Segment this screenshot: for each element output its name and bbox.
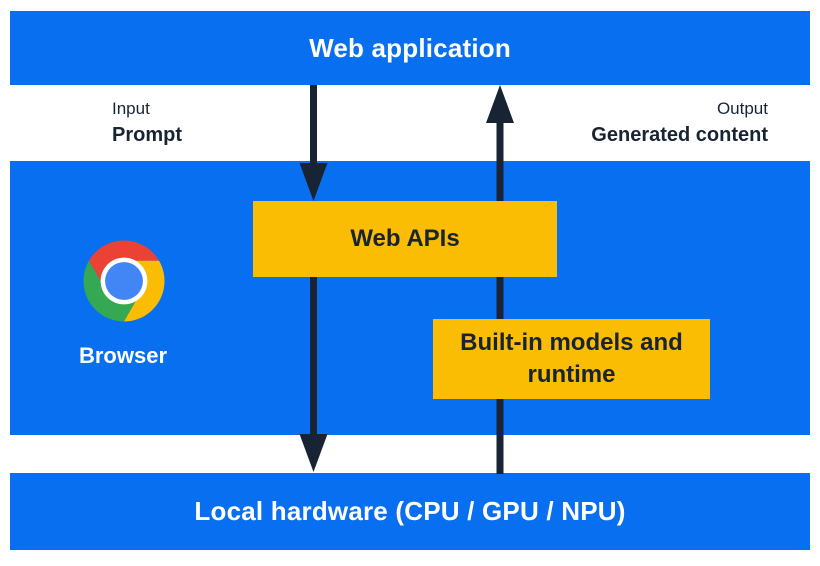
web-application-label: Web application — [309, 32, 511, 63]
output-value: Generated content — [591, 124, 768, 146]
web-application-layer: Web application — [10, 11, 810, 85]
arrow-down-icon — [299, 434, 328, 472]
output-caption: Output — [716, 99, 768, 118]
arrow-up-icon — [486, 85, 514, 123]
local-hardware-label: Local hardware (CPU / GPU / NPU) — [194, 496, 626, 526]
input-value: Prompt — [112, 124, 182, 146]
web-apis-label: Web APIs — [350, 225, 460, 252]
input-label-group: Input Prompt — [112, 96, 182, 149]
web-apis-box: Web APIs — [253, 201, 557, 277]
browser-label: Browser — [78, 343, 168, 368]
built-in-models-box: Built-in models and runtime — [433, 319, 710, 399]
input-caption: Input — [112, 99, 150, 118]
chrome-logo-icon — [83, 240, 165, 322]
built-in-models-label: Built-in models and runtime — [460, 329, 683, 388]
output-label-group: Output Generated content — [591, 96, 768, 149]
local-hardware-layer: Local hardware (CPU / GPU / NPU) — [10, 473, 810, 550]
